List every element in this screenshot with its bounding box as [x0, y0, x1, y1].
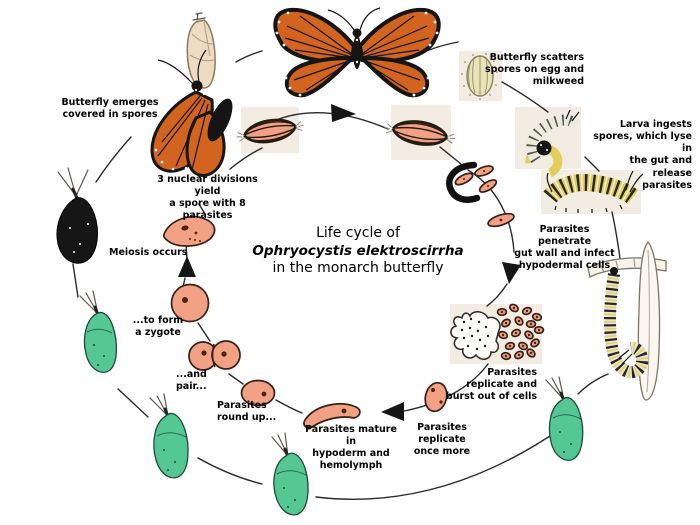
chrysalis-green-icon — [149, 393, 189, 479]
label-round-up: Parasites round up... — [217, 400, 277, 424]
arrow-down-icon — [502, 262, 521, 284]
crescent-parasite-icon — [303, 403, 361, 429]
chrysalis-dark-icon — [56, 167, 98, 264]
zygote-icon — [170, 283, 210, 323]
paired-cells-icon — [188, 340, 241, 371]
sporozoite-icon — [487, 212, 515, 228]
label-parasites-mature: Parasites mature in hypoderm and hemolym… — [305, 424, 397, 472]
monarch-butterfly-icon — [273, 7, 441, 98]
caterpillar-icon — [543, 170, 644, 213]
released-parasites — [496, 303, 545, 361]
title-line3: in the monarch butterfly — [272, 260, 444, 277]
wing-spots — [275, 11, 439, 97]
label-and-pair: ...and pair... — [176, 369, 207, 393]
label-butterfly-emerges: Butterfly emerges covered in spores — [61, 97, 159, 121]
chrysalis-green-icon — [545, 376, 584, 461]
rounded-cell-icon — [240, 379, 276, 407]
arrow-up-icon — [178, 256, 196, 277]
egg-icon — [461, 53, 498, 100]
label-form-zygote: ...to form a zygote — [132, 315, 184, 339]
scan-boxes — [241, 51, 641, 364]
hanging-caterpillar-icon — [587, 240, 667, 401]
replicating-cell-icon — [424, 381, 448, 413]
label-parasites-burst: Parasites replicate and burst out of cel… — [445, 367, 537, 403]
arrow-right-icon — [331, 104, 356, 122]
diagram-title: Life cycle of Ophryocystis elektroscirrh… — [238, 225, 478, 278]
meiosis-spore-icon — [162, 215, 216, 247]
emerging-butterfly-icon — [150, 12, 233, 177]
arrow-left-icon — [381, 402, 404, 421]
chrysalis-green-icon — [271, 432, 309, 516]
young-larva-icon — [525, 109, 580, 178]
burst-cell-icon — [450, 303, 545, 361]
title-line1: Life cycle of — [316, 225, 400, 241]
split-spore-icon — [446, 161, 498, 203]
label-replicate-once-more: Parasites replicate once more — [413, 422, 471, 458]
label-parasites-penetrate: Parasites penetrate gut wall and infect … — [514, 224, 615, 272]
label-larva-ingests: Larva ingests spores, which lyse in the … — [593, 119, 692, 191]
label-nuclear-divisions: 3 nuclear divisions yield a spore with 8… — [157, 174, 258, 222]
title-species-name: Ophryocystis elektroscirrha — [252, 242, 464, 259]
label-meiosis: Meiosis occurs — [109, 247, 188, 258]
chrysalis-green-icon — [79, 290, 118, 373]
label-butterfly-scatters: Butterfly scatters spores on egg and mil… — [485, 52, 584, 88]
